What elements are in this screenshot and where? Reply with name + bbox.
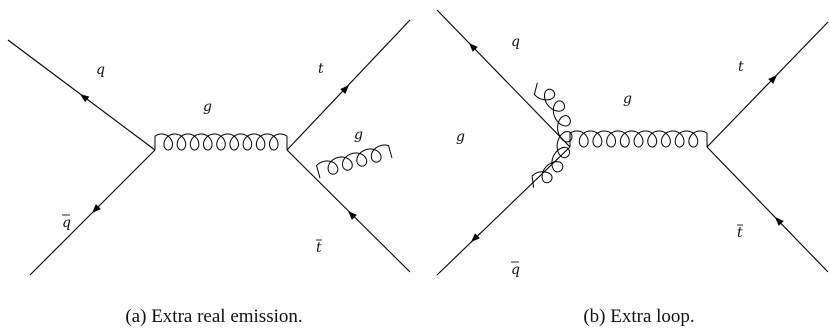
diagram-a-label-qbar: q <box>62 215 71 231</box>
diagram-a-label-g: g <box>203 99 212 115</box>
diagram-a-antiquark-arrow <box>92 204 101 213</box>
diagram-b-label-q: q <box>511 34 520 50</box>
diagram-b-antiquark-arrow <box>471 233 480 242</box>
diagram-a-antitop-arrow <box>348 211 357 220</box>
diagram-a-gluon-propagator <box>154 133 288 151</box>
diagram-b-label-g: g <box>623 91 632 107</box>
diagram-b-antitop-arrow <box>775 217 784 226</box>
diagram-b-label-tbar: t <box>737 225 743 241</box>
diagram-b-antitop-line <box>706 146 829 273</box>
diagram-b-label-g-loop: g <box>456 129 465 145</box>
diagram-a: q q g t g t (a) Extra real emission. <box>7 19 411 327</box>
diagram-b-caption: (b) Extra loop. <box>583 306 694 327</box>
diagram-b-top-arrow <box>768 75 777 84</box>
diagram-b-label-qbar: q <box>511 262 520 278</box>
diagram-b-gluon-loop <box>531 82 573 188</box>
diagram-a-quark-arrow <box>80 94 90 103</box>
diagram-a-label-g-emitted: g <box>354 127 363 143</box>
diagram-a-label-t: t <box>318 61 324 77</box>
diagram-a-top-arrow <box>340 85 349 94</box>
diagram-b: q q g g t t (b) Extra loop. <box>436 9 829 327</box>
diagram-b-quark-arrow <box>469 43 478 52</box>
diagram-b-top-line <box>706 21 829 148</box>
diagram-a-label-q: q <box>96 62 105 78</box>
diagram-a-caption: (a) Extra real emission. <box>125 306 302 327</box>
diagram-a-top-line <box>286 19 411 151</box>
diagram-a-label-tbar: t <box>316 240 322 256</box>
diagram-a-emitted-gluon <box>316 144 393 179</box>
diagram-b-gluon-propagator <box>569 130 708 148</box>
diagram-b-antiquark-line <box>436 146 571 276</box>
diagram-a-antitop-line <box>286 149 411 273</box>
diagram-b-label-t: t <box>738 59 744 75</box>
diagram-b-quark-line <box>436 9 571 148</box>
